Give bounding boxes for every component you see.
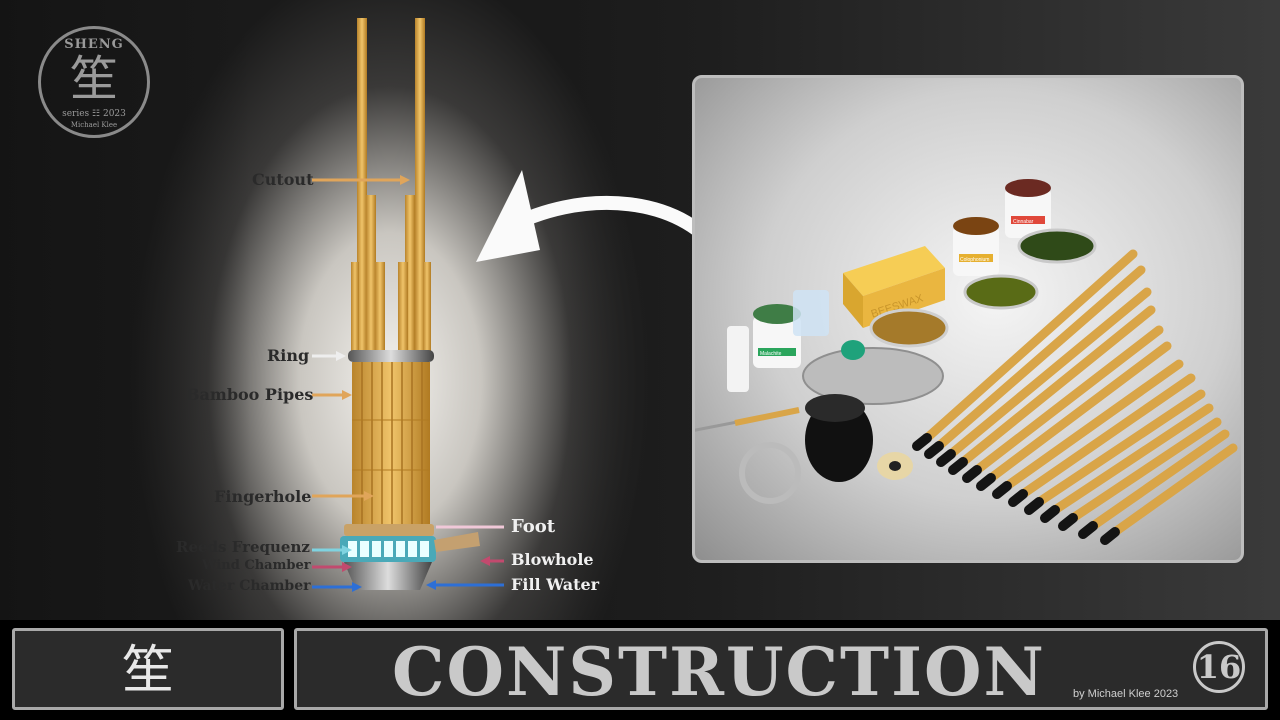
sheng-logo: SHENG 笙 series ☷ 2023 Michael Klee bbox=[38, 26, 150, 138]
water-chamber-shape bbox=[344, 562, 432, 590]
logo-author: Michael Klee bbox=[70, 121, 118, 129]
bamboo-pipes-set bbox=[922, 249, 1238, 537]
label-blowhole: Blowhole bbox=[511, 550, 594, 569]
sheng-illustration bbox=[312, 18, 732, 592]
pipe-tall-right bbox=[415, 18, 425, 358]
label-bamboo-pipes: Bamboo Pipes bbox=[186, 385, 314, 404]
dish bbox=[963, 274, 1039, 310]
foot-top bbox=[344, 524, 434, 536]
episode-number: 16 bbox=[1193, 641, 1245, 693]
label-arrows bbox=[312, 178, 504, 589]
pipe-tall-left bbox=[357, 18, 367, 358]
svg-text:Malachite: Malachite bbox=[760, 351, 782, 357]
bottle bbox=[727, 326, 749, 392]
pipe-bundle bbox=[352, 362, 430, 524]
credit-text: by Michael Klee 2023 bbox=[1073, 688, 1179, 700]
pipe bbox=[398, 262, 408, 360]
footer-title-box: CONSTRUCTION by Michael Klee 2023 16 bbox=[294, 628, 1268, 710]
green-stopper bbox=[841, 340, 865, 360]
ring-shape bbox=[348, 350, 434, 362]
water-glass bbox=[793, 290, 829, 336]
pipe bbox=[375, 262, 385, 360]
logo-glyph: 笙 bbox=[69, 51, 118, 107]
big-arrow-head bbox=[476, 170, 540, 262]
brass-ring bbox=[739, 442, 801, 504]
logo-series: series ☷ 2023 bbox=[62, 109, 126, 119]
footer-glyph: 笙 bbox=[121, 641, 174, 701]
label-fingerhole: Fingerhole bbox=[214, 487, 312, 506]
label-cutout: Cutout bbox=[252, 170, 314, 189]
jar-colophonium: Colophonium bbox=[953, 217, 999, 276]
pipe bbox=[351, 262, 359, 360]
dish bbox=[869, 308, 949, 348]
dish bbox=[1017, 228, 1097, 264]
arrow-heads bbox=[336, 175, 490, 592]
pipe bbox=[405, 195, 415, 360]
blowhole-shape bbox=[434, 532, 480, 552]
label-fill-water: Fill Water bbox=[511, 575, 600, 594]
logo-title: SHENG bbox=[64, 37, 124, 52]
jar-cinnabar: Cinnabar bbox=[1005, 179, 1051, 238]
svg-text:Cinnabar: Cinnabar bbox=[1013, 219, 1034, 225]
parts-panel: BEESWAX Cinnabar Colophonium Malachite bbox=[692, 75, 1244, 563]
pipe-feet bbox=[912, 433, 1120, 545]
page-title: CONSTRUCTION bbox=[392, 633, 1046, 711]
label-foot: Foot bbox=[511, 516, 556, 537]
label-reeds: Reeds Frequenz bbox=[176, 538, 310, 556]
pipe bbox=[423, 262, 431, 360]
parts-illustration: BEESWAX Cinnabar Colophonium Malachite bbox=[695, 179, 1238, 545]
svg-text:Colophonium: Colophonium bbox=[960, 257, 989, 263]
label-ring: Ring bbox=[267, 346, 310, 365]
label-wind-chamber: Wind Chamber bbox=[202, 558, 311, 573]
pipe bbox=[366, 195, 376, 360]
label-water-chamber: Water Chamber bbox=[188, 578, 311, 594]
tray bbox=[802, 347, 944, 405]
jar-malachite: Malachite bbox=[753, 304, 801, 368]
footer-glyph-box: 笙 bbox=[12, 628, 284, 710]
